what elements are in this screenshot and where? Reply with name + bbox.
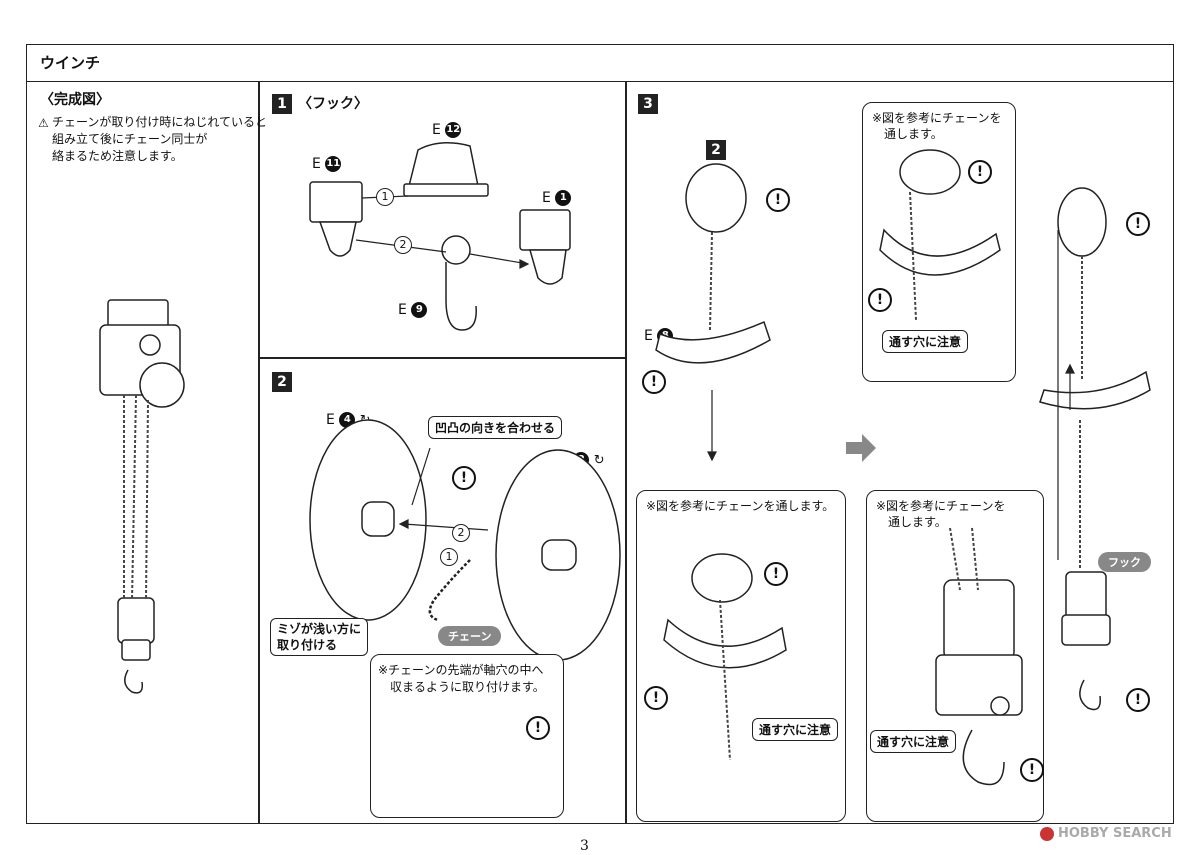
chain-label: チェーン [438, 626, 502, 646]
part-number: 11 [325, 156, 342, 172]
divider-left [258, 82, 260, 824]
step1-order-2: 2 [394, 236, 412, 254]
part-letter: E [326, 412, 335, 428]
divider-mid [625, 82, 627, 824]
step1-order-1: 1 [376, 188, 394, 206]
warning-triangle-icon: ⚠ [38, 116, 49, 130]
step2-note-line-1: ※チェーンの先端が軸穴の中へ [378, 663, 544, 677]
step3-ref-step: 2 [706, 140, 726, 160]
warning-icon: ! [968, 160, 992, 184]
warning-icon: ! [1020, 758, 1044, 782]
watermark-logo-icon [1040, 826, 1054, 841]
part-letter: E [644, 328, 653, 344]
section-header: ウインチ [26, 44, 1174, 82]
instruction-frame [26, 44, 1174, 824]
callout-groove-line-2: 取り付ける [277, 638, 338, 652]
warning-icon: ! [1126, 688, 1150, 712]
step1-title: 〈フック〉 [298, 96, 368, 112]
step3-hole-note-right-top: 通す穴に注意 [882, 330, 969, 353]
callout-align: 凹凸の向きを合わせる [428, 416, 563, 439]
step2-note-line-2: 収まるように取り付けます。 [390, 680, 545, 694]
step1-number: 1 [272, 94, 292, 114]
part-letter: E [398, 302, 407, 318]
part-tag-e1: E 1 [542, 190, 572, 206]
step2-number: 2 [272, 372, 292, 392]
warning-icon: ! [1126, 212, 1150, 236]
part-letter: E [432, 122, 441, 138]
step2-order-2: 2 [452, 524, 470, 542]
part-tag-e11: E 11 [312, 156, 342, 172]
part-tag-e9: E 9 [398, 302, 428, 318]
warning-icon: ! [526, 716, 550, 740]
completed-note-line-1: チェーンが取り付け時にねじれていると [52, 115, 268, 129]
callout-groove: ミゾが浅い方に 取り付ける [270, 618, 369, 656]
divider-step1-step2 [258, 357, 626, 359]
warning-icon: ! [766, 188, 790, 212]
completed-note-line-2: 組み立て後にチェーン同士が [52, 132, 208, 146]
warning-icon: ! [868, 288, 892, 312]
section-title: ウインチ [40, 54, 101, 72]
watermark: HOBBY SEARCH [1040, 826, 1172, 841]
warning-icon: ! [452, 466, 476, 490]
warning-icon: ! [764, 562, 788, 586]
hook-label: フック [1098, 552, 1151, 572]
part-letter: E [312, 156, 321, 172]
step3-number: 3 [638, 94, 658, 114]
part-number: 12 [445, 122, 462, 138]
completed-note-line-3: 絡まるため注意します。 [52, 149, 183, 163]
step3-hole-note: 通す穴に注意 [752, 718, 839, 741]
page-number: 3 [580, 838, 589, 854]
step3-hole-note-right-bottom: 通す穴に注意 [870, 730, 957, 753]
part-letter: E [542, 190, 551, 206]
step3-chain-note: ※図を参考にチェーンを通します。 [646, 499, 835, 513]
rotate-icon: ↻ [593, 453, 605, 468]
part-number: 1 [555, 190, 572, 206]
warning-icon: ! [644, 686, 668, 710]
part-number: 9 [411, 302, 428, 318]
completed-heading: 〈完成図〉 [40, 92, 110, 108]
callout-groove-line-1: ミゾが浅い方に [277, 622, 362, 636]
step3-right-note-line-1: ※図を参考にチェーンを [872, 111, 1002, 125]
step3-right-bottom-note-line-2: 通します。 [888, 515, 947, 529]
warning-icon: ! [642, 370, 666, 394]
step3-right-note-line-2: 通します。 [884, 127, 943, 141]
watermark-text: HOBBY SEARCH [1058, 826, 1172, 841]
step3-right-bottom-note-line-1: ※図を参考にチェーンを [876, 499, 1006, 513]
step2-order-1: 1 [440, 548, 458, 566]
part-tag-e12: E 12 [432, 122, 462, 138]
